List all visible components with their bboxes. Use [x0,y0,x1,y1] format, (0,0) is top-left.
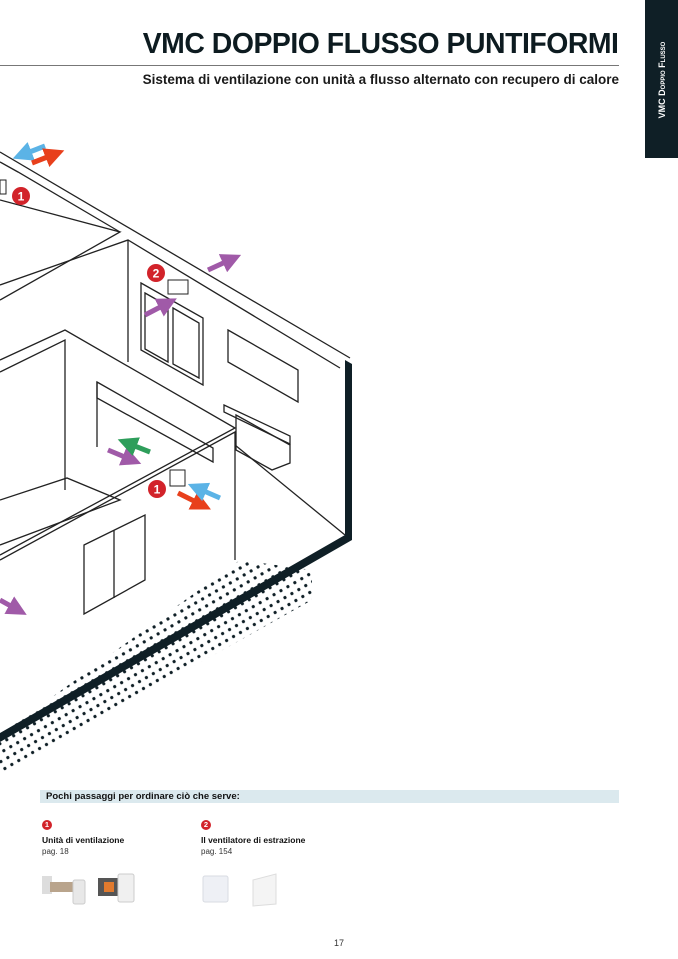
product-name: Unità di ventilazione [42,835,125,845]
vent-units [0,179,189,487]
dot-floor-pattern [0,560,312,775]
product-name: Il ventilatore di estrazione [201,835,306,845]
exhaust-arrow-icon [176,490,211,510]
product-page-ref: pag. 154 [201,847,233,856]
extraction-fan-image [202,873,277,907]
page-number: 17 [333,938,344,948]
product-number-badge: 2 [201,820,211,830]
ordering-heading: Pochi passaggi per ordinare ciò che serv… [46,791,240,802]
svg-text:1: 1 [154,483,161,497]
svg-text:1: 1 [18,190,25,204]
product-page-ref: pag. 18 [42,847,69,856]
product-extraction-fan[interactable]: 2 Il ventilatore di estrazione pag. 154 [201,820,305,856]
marker-1-top: 1 [12,187,30,205]
outer-wall-edge [0,360,352,742]
wall-lines [0,151,351,616]
page-subtitle: Sistema di ventilazione con unità a flus… [142,72,619,87]
transfer-arrow-icon [117,437,151,456]
extract-arrow-icon [206,254,242,273]
product-ventilation-unit[interactable]: 1 Unità di ventilazione pag. 18 [42,820,124,856]
svg-text:2: 2 [153,267,160,281]
extract-arrow-icon [143,298,177,318]
extract-arrow-icon [107,446,142,466]
title-rule [0,65,619,66]
intake-arrow-icon [187,482,221,502]
product-number-badge: 1 [42,820,52,830]
exhaust-arrow-icon [31,148,65,167]
marker-1-bottom: 1 [148,480,166,498]
section-tab[interactable]: VMC Doppio Flusso [645,0,678,158]
intake-arrow-icon [12,142,46,161]
marker-2: 2 [147,264,165,282]
ordering-heading-band: Pochi passaggi per ordinare ciò che serv… [40,790,619,803]
extract-arrow-icon [0,596,27,615]
page-title: VMC DOPPIO FLUSSO PUNTIFORMI [142,28,618,60]
ventilation-unit-image [42,873,135,905]
house-illustration: 1 2 1 [0,142,352,775]
product-images [42,873,277,907]
